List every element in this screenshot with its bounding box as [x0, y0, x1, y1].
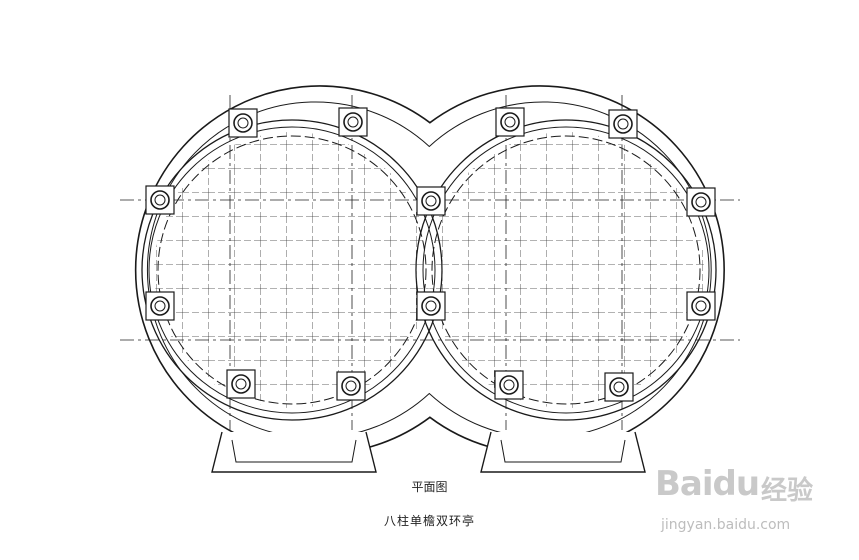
- column: [500, 112, 520, 132]
- column: [150, 296, 170, 316]
- platform-outline: [134, 85, 725, 455]
- column: [231, 374, 251, 394]
- floor-grid: [154, 132, 704, 408]
- column: [233, 113, 253, 133]
- column: [421, 296, 441, 316]
- column: [613, 114, 633, 134]
- entrance-steps: [211, 431, 646, 473]
- column: [150, 190, 170, 210]
- watermark-brand: Baidu: [655, 464, 760, 504]
- column: [421, 191, 441, 211]
- column: [691, 296, 711, 316]
- watermark: Baidu 经验 jingyan.baidu.com: [655, 462, 845, 552]
- column: [341, 376, 361, 396]
- column: [499, 375, 519, 395]
- column: [691, 192, 711, 212]
- pavilion-name-caption: 八柱单檐双环亭: [383, 514, 475, 528]
- watermark-brand-cn: 经验: [761, 476, 814, 506]
- plan-title-caption: 平面图: [411, 480, 448, 494]
- column: [343, 112, 363, 132]
- watermark-url: jingyan.baidu.com: [661, 517, 791, 533]
- column: [609, 377, 629, 397]
- columns: [150, 112, 711, 397]
